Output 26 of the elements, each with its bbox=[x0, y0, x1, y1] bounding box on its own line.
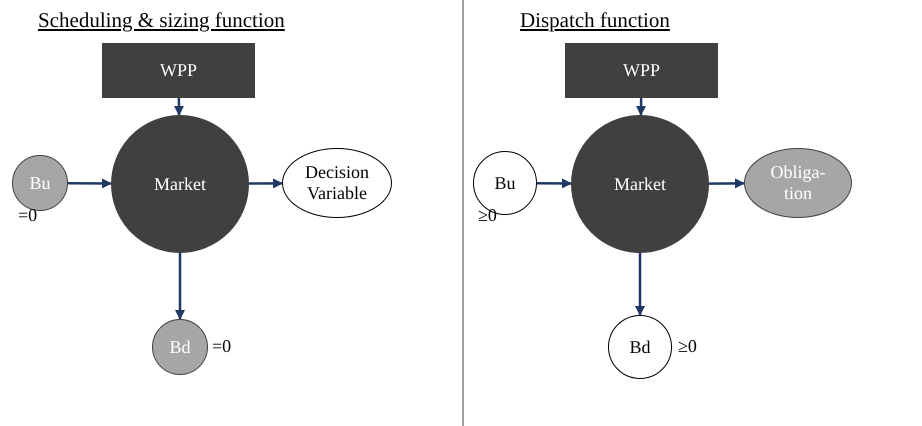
panel-heading: Dispatch function bbox=[520, 8, 670, 33]
arrow bbox=[635, 253, 645, 316]
panel-heading: Scheduling & sizing function bbox=[38, 8, 285, 33]
arrow bbox=[536, 178, 572, 188]
constraint-label: =0 bbox=[212, 336, 232, 357]
node-label: Market bbox=[154, 174, 206, 194]
node-label: Bu bbox=[29, 172, 50, 194]
node-label: Obliga-tion bbox=[770, 162, 826, 204]
node-label: WPP bbox=[160, 60, 197, 81]
constraint-label: =0 bbox=[18, 205, 38, 226]
process-box bbox=[102, 43, 255, 98]
node-label: Bd bbox=[169, 336, 190, 358]
node-label: Bu bbox=[494, 172, 516, 194]
constraint-label: ≥0 bbox=[678, 336, 697, 357]
constraint-label: ≥0 bbox=[478, 205, 497, 226]
arrow bbox=[174, 98, 184, 116]
arrow bbox=[175, 253, 185, 320]
arrow bbox=[636, 98, 646, 116]
arrow bbox=[249, 178, 283, 188]
node-label: Decision Variable bbox=[304, 162, 370, 204]
node-label: Market bbox=[614, 174, 666, 194]
arrow bbox=[68, 178, 112, 188]
node-label: WPP bbox=[622, 60, 660, 81]
node-label: Bd bbox=[629, 336, 650, 358]
process-box bbox=[565, 43, 718, 98]
arrow bbox=[709, 178, 745, 188]
